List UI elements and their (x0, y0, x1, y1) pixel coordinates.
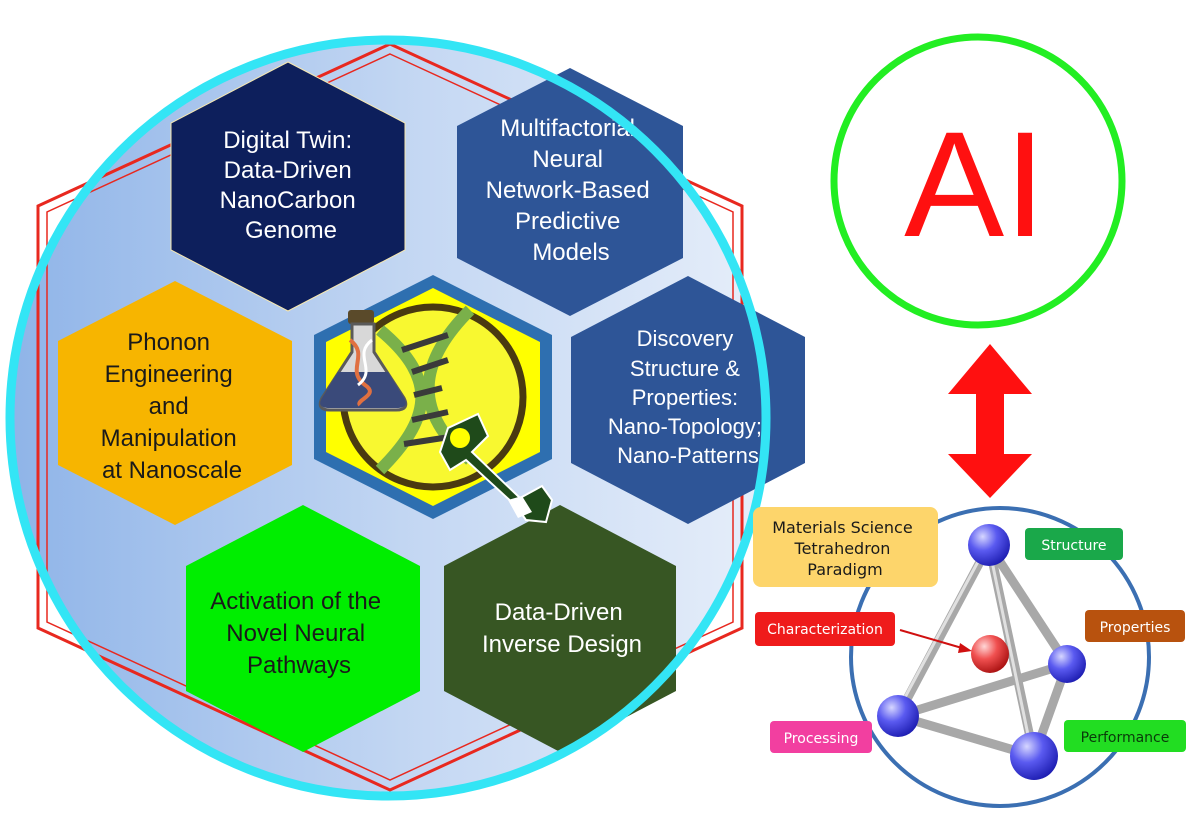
double-arrow-icon (948, 344, 1032, 498)
discovery-line-4: Nano-Topology; (608, 414, 762, 439)
phonon-line-3: and (149, 393, 189, 420)
flask-icon (318, 310, 408, 412)
processing-label: Processing (784, 731, 859, 747)
svg-text:Materials Science Tetr: Materials Science Tetrahedron Paradigm (772, 518, 918, 579)
hex-digital-twin: Digital Twin: Data-Driven NanoCarbon Gen… (170, 61, 406, 312)
phonon-line-1: Phonon (127, 329, 210, 356)
digital-twin-line-3: NanoCarbon (220, 187, 356, 214)
red-hexagon-frame-inner (46, 53, 734, 781)
discovery-line-5: Nano-Patterns (617, 443, 759, 468)
discovery-line-1: Discovery (637, 326, 734, 351)
neural-models-line-2: Neural (532, 146, 603, 173)
wrench-icon (438, 412, 554, 524)
structure-node (968, 524, 1010, 566)
performance-tag: Performance (1064, 720, 1186, 752)
performance-label: Performance (1081, 730, 1170, 746)
neural-models-line-5: Models (532, 239, 609, 266)
svg-text:Activation of the Novel: Activation of the Novel Neural Pathways (210, 588, 387, 679)
hex-phonon: Phonon Engineering and Manipulation at N… (58, 281, 292, 525)
activation-line-3: Pathways (247, 652, 351, 679)
characterization-tag: Characterization (755, 612, 895, 646)
tetra-title-line-3: Paradigm (807, 560, 882, 579)
tetrahedron-diagram: Materials Science Tetrahedron Paradigm S… (753, 506, 1186, 808)
svg-text:Multifactorial Neural: Multifactorial Neural Network-Based Pred… (486, 115, 657, 266)
characterization-node (971, 635, 1009, 673)
structure-label: Structure (1041, 538, 1106, 554)
hex-inverse-design: Data-Driven Inverse Design (444, 505, 676, 752)
properties-label: Properties (1100, 620, 1171, 636)
phonon-line-5: at Nanoscale (102, 457, 242, 484)
tetrahedron-title-box: Materials Science Tetrahedron Paradigm (753, 507, 938, 587)
activation-line-2: Novel Neural (226, 620, 365, 647)
characterization-arrow (899, 629, 972, 653)
svg-text:Discovery Structure &: Discovery Structure & Properties: Nano-T… (608, 326, 768, 468)
digital-twin-line-4: Genome (245, 217, 337, 244)
digital-twin-line-2: Data-Driven (224, 157, 352, 184)
performance-node (1010, 732, 1058, 780)
properties-node (1048, 645, 1086, 683)
main-circle-outline (5, 35, 771, 801)
ai-badge: AI (830, 33, 1126, 329)
digital-twin-line-1: Digital Twin: (223, 127, 352, 154)
hex-discovery: Discovery Structure & Properties: Nano-T… (571, 276, 805, 524)
activation-line-1: Activation of the (210, 588, 381, 615)
phonon-line-4: Manipulation (101, 425, 237, 452)
neural-models-line-3: Network-Based (486, 177, 650, 204)
ai-label: AI (904, 100, 1046, 268)
structure-tag: Structure (1025, 528, 1123, 560)
characterization-label: Characterization (767, 622, 883, 638)
processing-node (877, 695, 919, 737)
inverse-design-line-2: Inverse Design (482, 631, 642, 658)
hex-activation: Activation of the Novel Neural Pathways (186, 505, 420, 752)
inverse-design-line-1: Data-Driven (495, 599, 623, 626)
properties-tag: Properties (1085, 610, 1185, 642)
neural-models-line-4: Predictive (515, 208, 620, 235)
discovery-line-2: Structure & (630, 356, 740, 381)
processing-tag: Processing (770, 721, 872, 753)
tetra-title-line-1: Materials Science (772, 518, 912, 537)
svg-text:Digital Twin: Data-Drive: Digital Twin: Data-Driven NanoCarbon Gen… (220, 127, 363, 244)
red-hexagon-frame-outer (36, 42, 744, 792)
neural-models-line-1: Multifactorial (500, 115, 635, 142)
tetra-title-line-2: Tetrahedron (794, 539, 891, 558)
phonon-line-2: Engineering (105, 361, 233, 388)
svg-text:Data-Driven Inverse Desi: Data-Driven Inverse Design (482, 599, 642, 658)
discovery-line-3: Properties: (632, 385, 738, 410)
svg-text:Phonon Engineering: Phonon Engineering and Manipulation at N… (101, 329, 244, 484)
